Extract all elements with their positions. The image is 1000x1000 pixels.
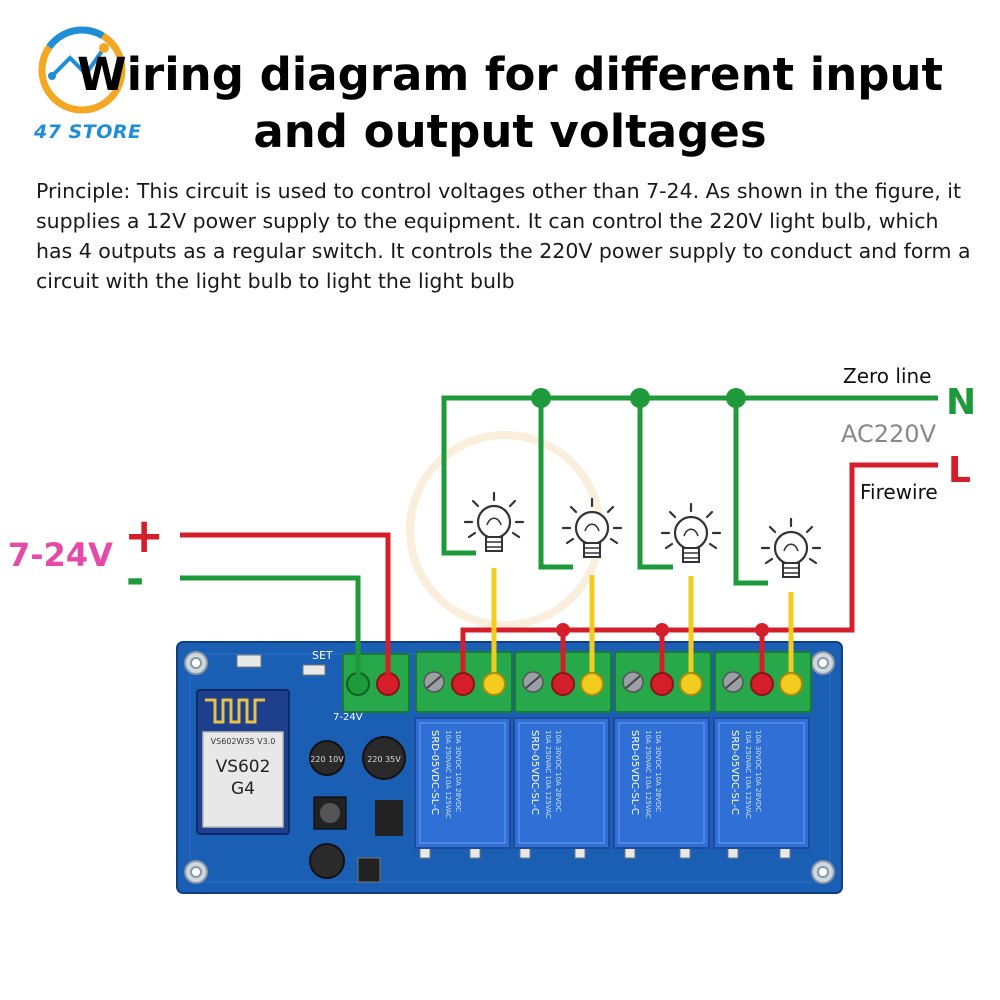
- cap-label-b: 220 35V: [367, 755, 401, 764]
- page-title: Wiring diagram for different input and o…: [76, 48, 944, 158]
- light-bulb-3-icon: [660, 502, 722, 564]
- relay-2-rating-a: 10A 250VAC 10A 125VAC: [544, 730, 552, 819]
- relay-3-rating-b: 10A 30VDC 10A 28VDC: [654, 730, 662, 812]
- set-label: SET: [312, 649, 333, 662]
- module-small-label: VS602W35 V3.0: [211, 737, 276, 746]
- firewire-label: Firewire: [860, 480, 938, 504]
- relay-board: VS602W35 V3.0 VS602 G4 SET 7-24V: [176, 641, 843, 894]
- relay-3-model: SRD-05VDC-SL-C: [629, 730, 640, 815]
- neutral-junctions: [531, 388, 746, 408]
- module-label-2: G4: [231, 779, 255, 799]
- relay-1-rating-b: 10A 30VDC 10A 28VDC: [454, 730, 462, 812]
- store-logo-text: 47 STORE: [34, 121, 142, 143]
- cap-label-a: 220 10V: [310, 755, 344, 764]
- lamp-wires: [491, 568, 794, 684]
- neutral-n-label: N: [946, 382, 976, 423]
- relay-terminal-pins: [451, 672, 803, 696]
- module-label-1: VS602: [216, 757, 271, 777]
- relay-4-rating-b: 10A 30VDC 10A 28VDC: [754, 730, 762, 812]
- light-bulb-2-icon: [561, 497, 623, 559]
- relay-1-rating-a: 10A 250VAC 10A 125VAC: [444, 730, 452, 819]
- input-minus-sign: -: [126, 554, 144, 605]
- wifi-module: VS602W35 V3.0 VS602 G4: [196, 689, 290, 835]
- live-l-label: L: [948, 450, 971, 491]
- capacitors: 220 10V 220 35V: [309, 736, 406, 879]
- relay-4-model: SRD-05VDC-SL-C: [729, 730, 740, 815]
- relay-2-rating-b: 10A 30VDC 10A 28VDC: [554, 730, 562, 812]
- relay-1-model: SRD-05VDC-SL-C: [429, 730, 440, 815]
- neutral-wires: [441, 395, 938, 586]
- relay-4-rating-a: 10A 250VAC 10A 125VAC: [744, 730, 752, 819]
- relay-2-model: SRD-05VDC-SL-C: [529, 730, 540, 815]
- power-pins-label: 7-24V: [333, 712, 363, 723]
- input-minus-wire: [180, 575, 361, 684]
- input-plus-wire: [180, 532, 391, 684]
- live-junctions: [556, 623, 769, 637]
- light-bulb-4-icon: [760, 517, 822, 579]
- input-plus-sign: +: [124, 508, 164, 564]
- input-voltage-label: 7-24V: [8, 536, 113, 574]
- power-terminal-block: [342, 653, 410, 713]
- mounting-holes: [184, 651, 835, 884]
- relay-3-rating-a: 10A 250VAC 10A 125VAC: [644, 730, 652, 819]
- light-bulb-1-icon: [463, 491, 525, 553]
- zero-line-label: Zero line: [843, 364, 931, 388]
- store-logo-icon: [38, 26, 126, 114]
- ac220v-label: AC220V: [841, 420, 937, 448]
- principle-paragraph: Principle: This circuit is used to contr…: [36, 179, 971, 293]
